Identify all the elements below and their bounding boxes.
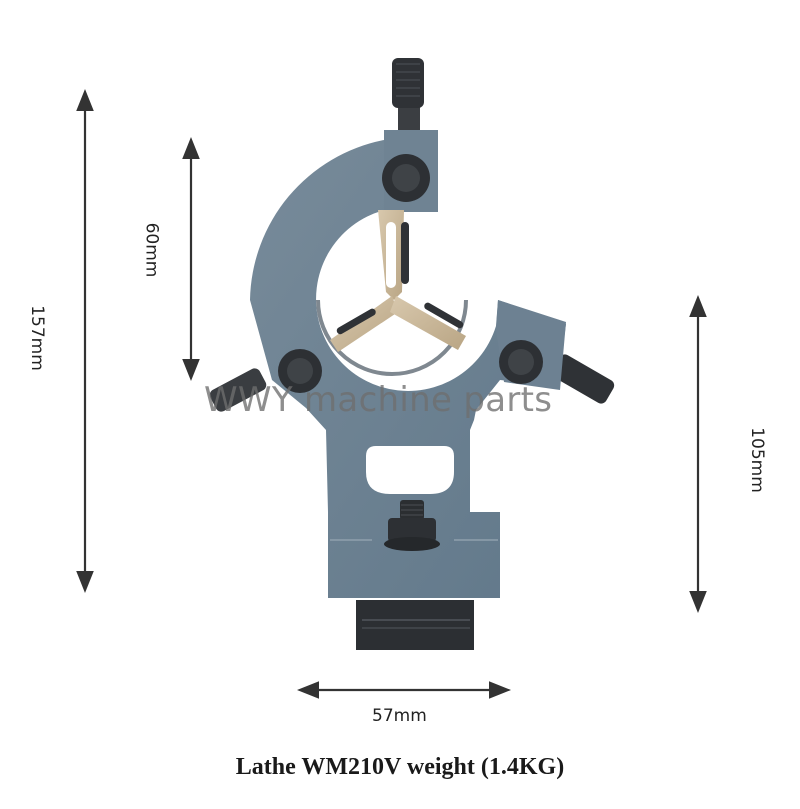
dimension-label-60mm: 60mm (141, 222, 162, 278)
top-hex-nut (382, 154, 430, 202)
product-caption: Lathe WM210V weight (1.4KG) (235, 754, 565, 780)
dimension-label-105mm: 105mm (746, 427, 767, 493)
right-hex-nut (499, 340, 543, 384)
watermark-text: WWY machine parts (204, 380, 553, 420)
dimension-label-57mm: 57mm (372, 706, 427, 726)
left-hex-nut (278, 349, 322, 393)
bronze-jaws (330, 210, 466, 352)
t-slot-clamp (356, 600, 474, 650)
right-adjuster-screw (551, 354, 615, 404)
left-adjuster-screw (209, 368, 267, 412)
dimension-label-157mm: 157mm (26, 305, 47, 371)
base-clamp-bolt (384, 500, 440, 551)
